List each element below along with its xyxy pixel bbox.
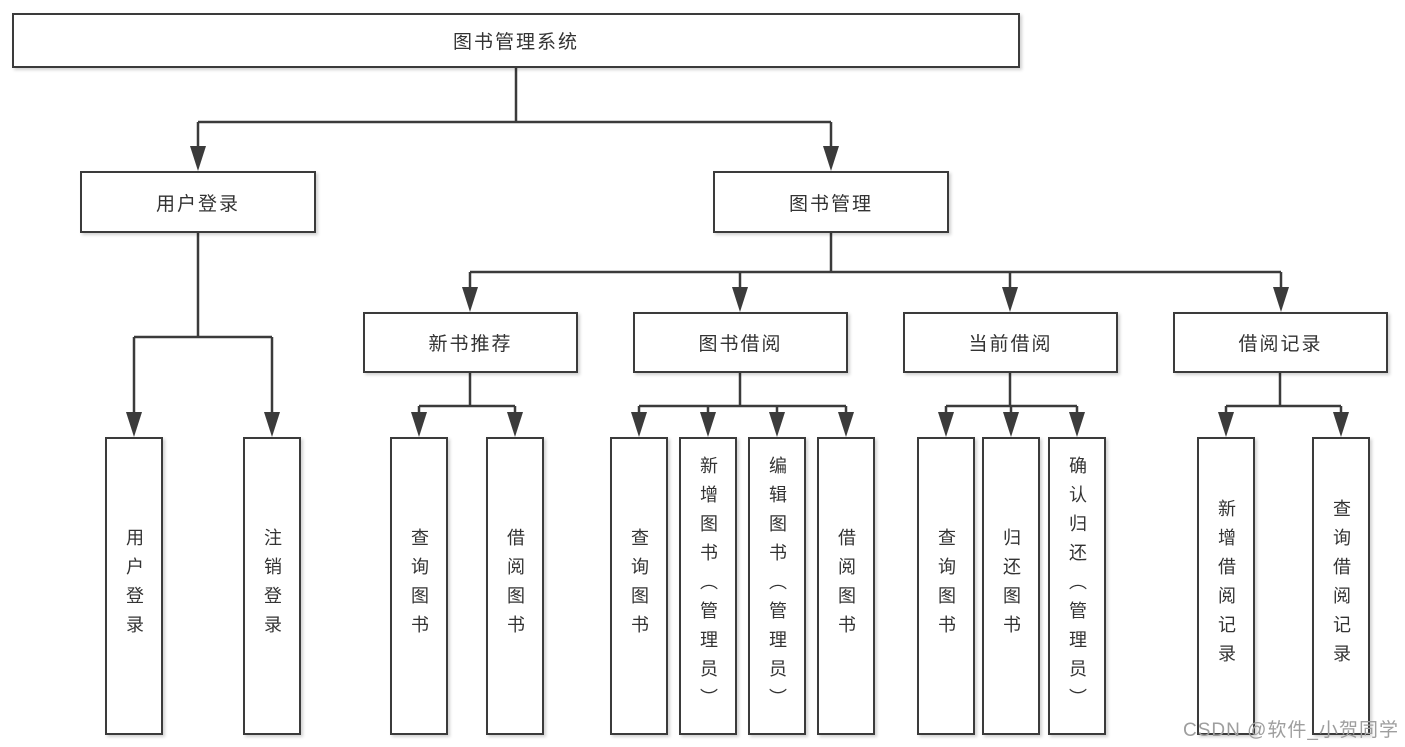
arrowhead-down-icon [264, 412, 280, 437]
arrowhead-down-icon [823, 146, 839, 171]
node-book-borrowing: 图书借阅 [633, 312, 848, 373]
arrowhead-down-icon [1069, 412, 1085, 437]
arrowhead-down-icon [732, 287, 748, 312]
node-current-borrowing: 当前借阅 [903, 312, 1118, 373]
arrowhead-down-icon [1273, 287, 1289, 312]
arrowhead-down-icon [838, 412, 854, 437]
arrowhead-down-icon [769, 412, 785, 437]
leaf-edit-book-admin: 编辑图书（管理员） [748, 437, 806, 735]
arrowhead-down-icon [1002, 287, 1018, 312]
arrowhead-down-icon [1003, 412, 1019, 437]
arrowhead-down-icon [938, 412, 954, 437]
arrowhead-down-icon [411, 412, 427, 437]
leaf-confirm-return-admin: 确认归还（管理员） [1048, 437, 1106, 735]
csdn-watermark: CSDN @软件_小贺同学 [1183, 720, 1399, 741]
arrowhead-down-icon [190, 146, 206, 171]
arrowhead-down-icon [631, 412, 647, 437]
leaf-query-borrow-record: 查询借阅记录 [1312, 437, 1370, 735]
node-new-book-recommend: 新书推荐 [363, 312, 578, 373]
leaf-query-books-borrowing: 查询图书 [610, 437, 668, 735]
leaf-add-book-admin: 新增图书（管理员） [679, 437, 737, 735]
node-book-management: 图书管理 [713, 171, 949, 233]
leaf-user-login: 用户登录 [105, 437, 163, 735]
leaf-add-borrow-record: 新增借阅记录 [1197, 437, 1255, 735]
node-library-system: 图书管理系统 [12, 13, 1020, 68]
arrowhead-down-icon [462, 287, 478, 312]
leaf-borrow-books-recommend: 借阅图书 [486, 437, 544, 735]
arrowhead-down-icon [1333, 412, 1349, 437]
leaf-return-book: 归还图书 [982, 437, 1040, 735]
leaf-logout: 注销登录 [243, 437, 301, 735]
leaf-query-books-recommend: 查询图书 [390, 437, 448, 735]
leaf-query-books-current: 查询图书 [917, 437, 975, 735]
leaf-borrow-books-borrowing: 借阅图书 [817, 437, 875, 735]
arrowhead-down-icon [1218, 412, 1234, 437]
arrowhead-down-icon [126, 412, 142, 437]
node-user-login: 用户登录 [80, 171, 316, 233]
node-borrowing-records: 借阅记录 [1173, 312, 1388, 373]
arrowhead-down-icon [507, 412, 523, 437]
arrowhead-down-icon [700, 412, 716, 437]
